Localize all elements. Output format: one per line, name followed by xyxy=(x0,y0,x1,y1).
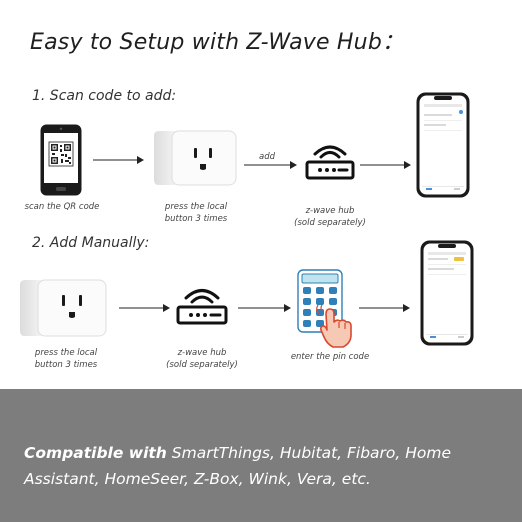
step1-label: 1. Scan code to add: xyxy=(32,88,177,104)
caption-hub-1-line1: z-wave hub xyxy=(305,206,355,216)
footer-band xyxy=(0,389,522,522)
step2-label: 2. Add Manually: xyxy=(32,235,150,251)
caption-hub-2-line2: (sold separately) xyxy=(166,360,238,370)
caption-press-1: press the local button 3 times xyxy=(152,201,240,225)
caption-hub-2: z-wave hub (sold separately) xyxy=(164,347,240,371)
compatibility-list: SmartThings, Hubitat, Fibaro, Home Assis… xyxy=(24,444,452,488)
caption-press-1-line1: press the local xyxy=(164,202,228,212)
caption-hub-2-line1: z-wave hub xyxy=(177,348,227,358)
caption-hub-1: z-wave hub (sold separately) xyxy=(292,205,368,229)
page-title: Easy to Setup with Z-Wave Hub： xyxy=(30,30,405,55)
caption-pin: enter the pin code xyxy=(290,352,370,362)
arrow-label-add: add xyxy=(259,152,275,162)
keypad-hand-icon xyxy=(297,269,352,348)
caption-press-1-line2: button 3 times xyxy=(164,214,228,224)
smartphone-app-icon xyxy=(420,240,474,346)
caption-press-2: press the local button 3 times xyxy=(22,347,110,371)
arrow-right-icon xyxy=(359,304,410,312)
zwave-hub-icon xyxy=(176,289,228,325)
caption-hub-1-line2: (sold separately) xyxy=(294,218,366,228)
smartphone-app-icon xyxy=(416,92,470,198)
arrow-right-icon xyxy=(93,156,144,164)
arrow-right-icon xyxy=(360,161,411,169)
compatibility-text: Compatible with SmartThings, Hubitat, Fi… xyxy=(24,440,509,492)
arrow-right-icon xyxy=(238,304,291,312)
compatibility-prefix: Compatible with xyxy=(24,444,167,462)
arrow-right-icon xyxy=(119,304,170,312)
caption-press-2-line1: press the local xyxy=(34,348,98,358)
caption-press-2-line2: button 3 times xyxy=(34,360,98,370)
caption-scan: scan the QR code xyxy=(24,202,100,212)
arrow-right-icon xyxy=(244,161,297,169)
smart-plug-icon xyxy=(20,279,107,337)
zwave-hub-icon xyxy=(305,145,355,180)
smart-plug-icon xyxy=(154,130,237,186)
qr-phone-icon xyxy=(40,124,82,196)
